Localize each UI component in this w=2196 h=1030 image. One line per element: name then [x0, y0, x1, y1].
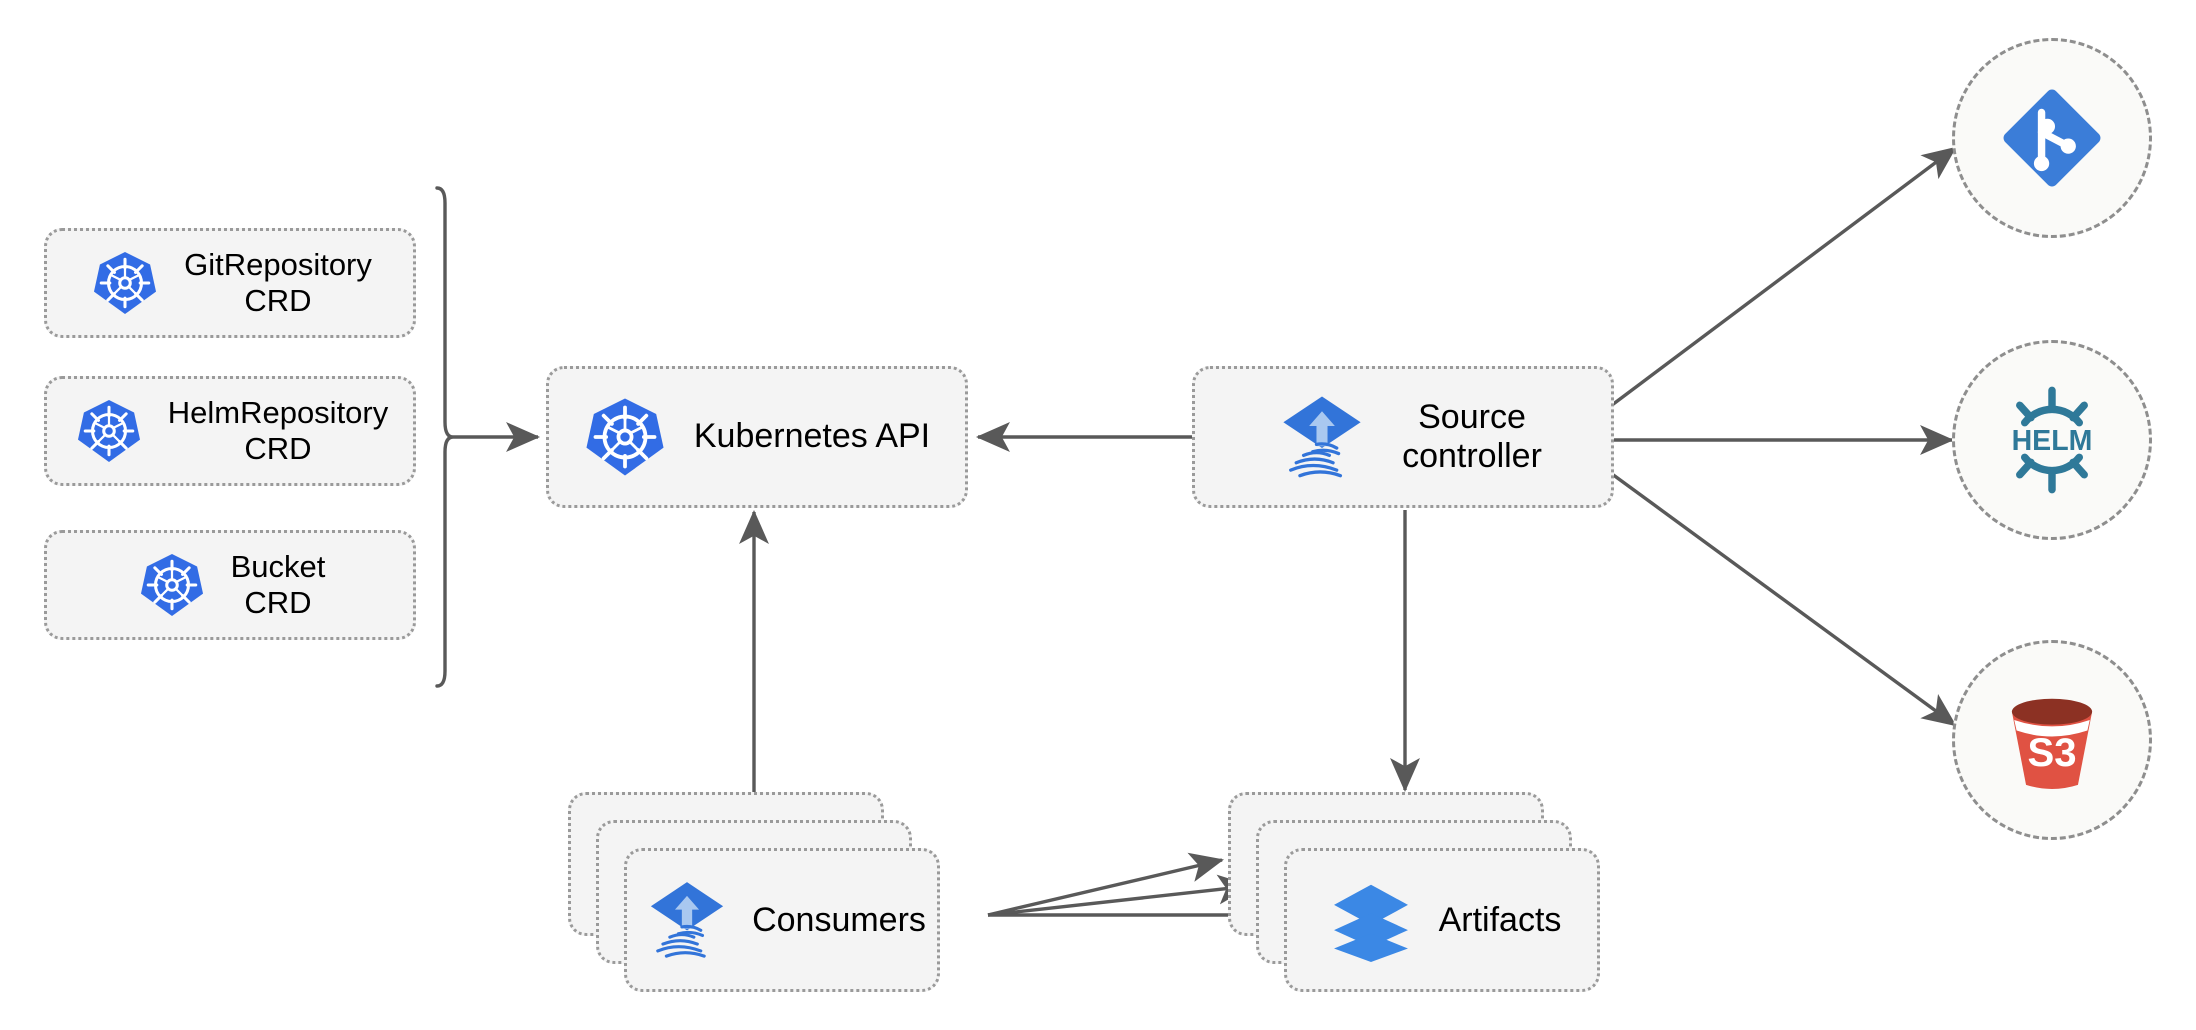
edge-source-to-git [1610, 146, 1957, 407]
external-helm[interactable]: HELM [1952, 340, 2152, 540]
s3-label: S3 [2027, 730, 2076, 775]
node-kubernetes-api[interactable]: Kubernetes API [546, 366, 968, 508]
edge-source-to-s3 [1610, 472, 1957, 727]
layers-icon [1333, 884, 1408, 962]
crd-card-bucket[interactable]: Bucket CRD [44, 530, 416, 640]
node-label: Artifacts [1438, 900, 1562, 939]
flux-icon [1283, 396, 1361, 478]
helm-icon: HELM [2012, 386, 2093, 494]
node-label: Source controller [1402, 397, 1542, 475]
crd-card-label: Bucket CRD [230, 549, 326, 620]
node-consumers[interactable]: Consumers [568, 792, 940, 992]
flux-icon [650, 882, 724, 958]
kubernetes-icon [94, 251, 157, 315]
crd-card-label: GitRepository CRD [184, 247, 372, 318]
s3-icon: S3 [2011, 698, 2093, 789]
crd-card-gitrepository[interactable]: GitRepository CRD [44, 228, 416, 338]
crd-card-helmrepository[interactable]: HelmRepository CRD [44, 376, 416, 486]
kubernetes-icon [140, 553, 203, 617]
artifacts-sheet-front[interactable]: Artifacts [1284, 848, 1600, 992]
edge-consumers-to-artifacts-2 [987, 874, 1253, 917]
kubernetes-icon [77, 399, 140, 463]
git-icon [2003, 89, 2101, 187]
node-artifacts[interactable]: Artifacts [1228, 792, 1628, 992]
kubernetes-icon [586, 398, 664, 476]
external-git[interactable] [1952, 38, 2152, 238]
helm-label: HELM [2012, 425, 2093, 457]
node-label: Consumers [752, 900, 926, 939]
crd-card-label: HelmRepository CRD [167, 395, 389, 466]
consumers-sheet-front[interactable]: Consumers [624, 848, 940, 992]
external-s3[interactable]: S3 [1952, 640, 2152, 840]
edge-consumers-to-artifacts-1 [987, 852, 1224, 917]
crd-group-brace [435, 186, 454, 688]
node-label: Kubernetes API [693, 417, 931, 456]
node-source-controller[interactable]: Source controller [1192, 366, 1614, 508]
